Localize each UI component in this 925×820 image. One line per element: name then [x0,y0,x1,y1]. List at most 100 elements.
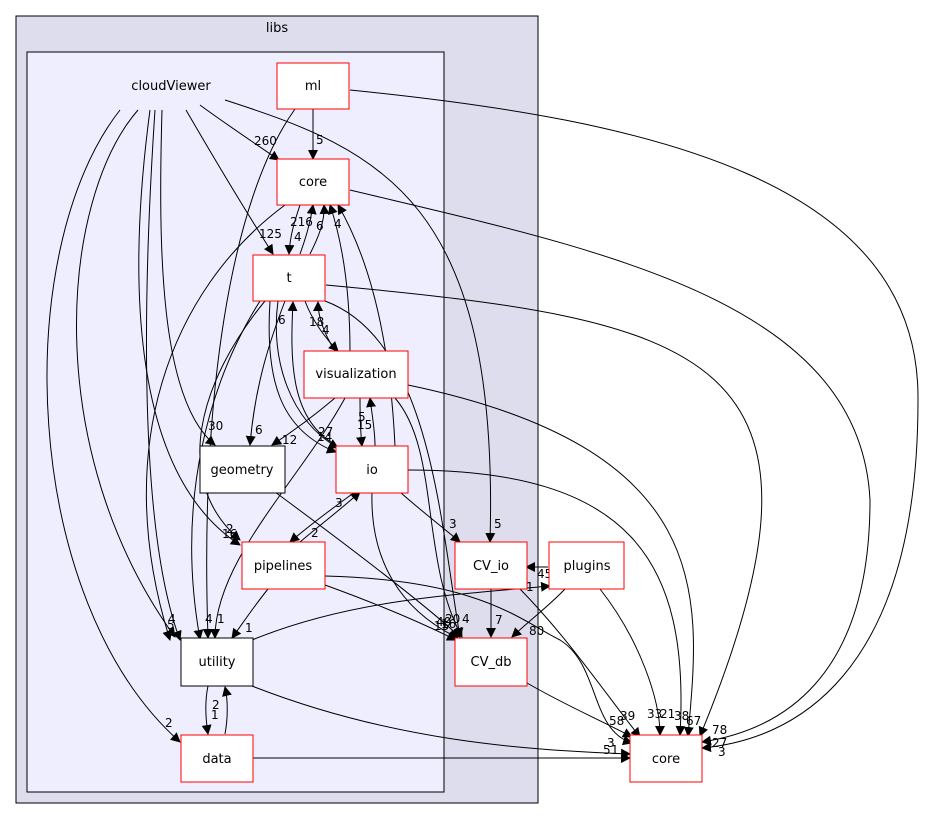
label-io-cvio: 3 [449,517,457,531]
label-data-utility: 2 [212,698,220,712]
label-core-outer-i: 3 [718,745,726,759]
node-core-inner[interactable]: core [276,158,350,206]
node-geometry[interactable]: geometry [199,445,286,494]
label-cloudviewer-utility-a: 4 [168,612,176,626]
node-plugins[interactable]: plugins [548,541,625,590]
node-cv-db[interactable]: CV_db [454,637,528,687]
edge-cloudviewer-utility-a [75,109,176,638]
edge-core-core-outer [349,189,871,746]
node-utility[interactable]: utility [180,637,254,687]
edge-t-cvdb [324,300,464,638]
edge-plugins-cvdb [511,588,566,638]
edge-io-t [287,301,337,446]
cloudviewer-cluster-title[interactable]: cloudViewer [131,79,211,94]
edge-utility-data [201,685,212,735]
edge-io-core-outer [407,469,686,736]
edge-t-core [299,204,317,255]
node-io-label: io [366,463,378,478]
label-core-outer-h: 27 [712,736,727,750]
edge-pipelines-utility [231,588,269,639]
edge-pipelines-core-outer [324,575,633,746]
node-cv-io[interactable]: CV_io [454,541,528,590]
node-cv-db-label: CV_db [471,655,512,670]
label-t-utility: 4 [205,612,213,626]
label-cvio-cvdb: 7 [495,613,503,627]
edge-labels: 5 260 216 6 4 4 125 6 18 4 5 15 30 6 12 … [165,133,727,759]
label-cloudviewer-cvio: 5 [494,517,502,531]
edge-vis-core-outer [407,384,694,737]
edge-t-core-b [309,204,330,255]
edge-io-core [337,204,396,447]
label-core-outer-f: 67 [686,714,701,728]
edge-data-utility [222,686,232,735]
label-pipelines-utility: 1 [245,621,253,635]
node-t[interactable]: t [252,254,326,302]
label-t-core: 216 [290,215,313,229]
label-core-t: 4 [294,230,302,244]
node-data[interactable]: data [180,734,254,783]
label-t-geometry: 6 [278,313,286,327]
label-cvdb-b: 20 [445,612,460,626]
node-ml[interactable]: ml [276,62,350,110]
edges [46,89,919,763]
label-t-io-b: 14 [317,430,332,444]
node-core-outer-label: core [652,752,680,767]
edge-vis-core [328,204,351,353]
node-pipelines-label: pipelines [254,559,313,574]
edge-plugins-core [599,588,665,736]
edge-t-io-b [275,300,339,449]
label-vis-utility: 1 [217,612,225,626]
label-vis-t: 18 [309,315,324,329]
node-pipelines[interactable]: pipelines [241,541,326,590]
label-vis-geometry: 12 [282,433,297,447]
edge-cvdb-core [526,682,633,738]
edge-t-io [268,300,337,454]
edge-vis-geometry [271,397,336,446]
label-t-geometry-2: 6 [255,423,263,437]
label-t-core-b: 6 [316,219,324,233]
label-cvdb-e: 16 [441,617,456,631]
label-utility-data: 1 [211,708,219,722]
label-core-outer-a: 58 [609,714,624,728]
edge-pipelines-io [299,491,361,543]
edge-cloudviewer-utility-b [145,109,182,641]
edge-cloudviewer-pipelines [138,109,241,546]
label-core-outer-e: 38 [674,709,689,723]
node-visualization-label: visualization [315,367,396,382]
label-vis-io: 15 [357,418,372,432]
node-core-outer[interactable]: core [629,734,703,783]
node-ml-label: ml [305,79,321,94]
edge-cloudviewer-geometry [160,109,216,446]
label-core-outer-b: 39 [620,709,635,723]
node-cv-io-label: CV_io [473,559,509,574]
edge-core-t [284,204,301,255]
edge-core-utility [145,204,286,641]
edge-vis-cvdb [394,397,463,638]
label-cloudviewer-core: 260 [254,134,277,148]
label-io-vis: 5 [358,410,366,424]
label-cvdb-c: 4 [462,612,470,626]
label-cloudviewer-geometry: 30 [208,419,223,433]
edge-t-core-outer [325,284,763,737]
libs-cluster-title: libs [266,21,288,36]
edge-ml-utility [202,108,296,639]
edge-cloudviewer-core [199,104,280,161]
label-core-outer-d: 21 [660,707,675,721]
label-plugins-cvdb: 80 [529,624,544,638]
edge-cloudviewer-data [46,109,181,743]
node-data-label: data [202,752,231,767]
edge-io-vis [366,397,377,447]
node-io[interactable]: io [335,445,409,494]
label-cloudviewer-data: 2 [165,716,173,730]
node-geometry-label: geometry [210,463,273,478]
edge-io-cvio [399,491,461,543]
edge-vis-io [356,397,366,447]
edge-pipelines-cvdb [324,584,457,641]
node-visualization[interactable]: visualization [303,350,409,399]
edge-cloudviewer-t [185,109,274,255]
edge-vis-utility [210,397,346,639]
node-core-inner-label: core [299,175,327,190]
edge-t-vis [304,300,339,352]
edge-cloudviewer-cvio [224,99,496,543]
